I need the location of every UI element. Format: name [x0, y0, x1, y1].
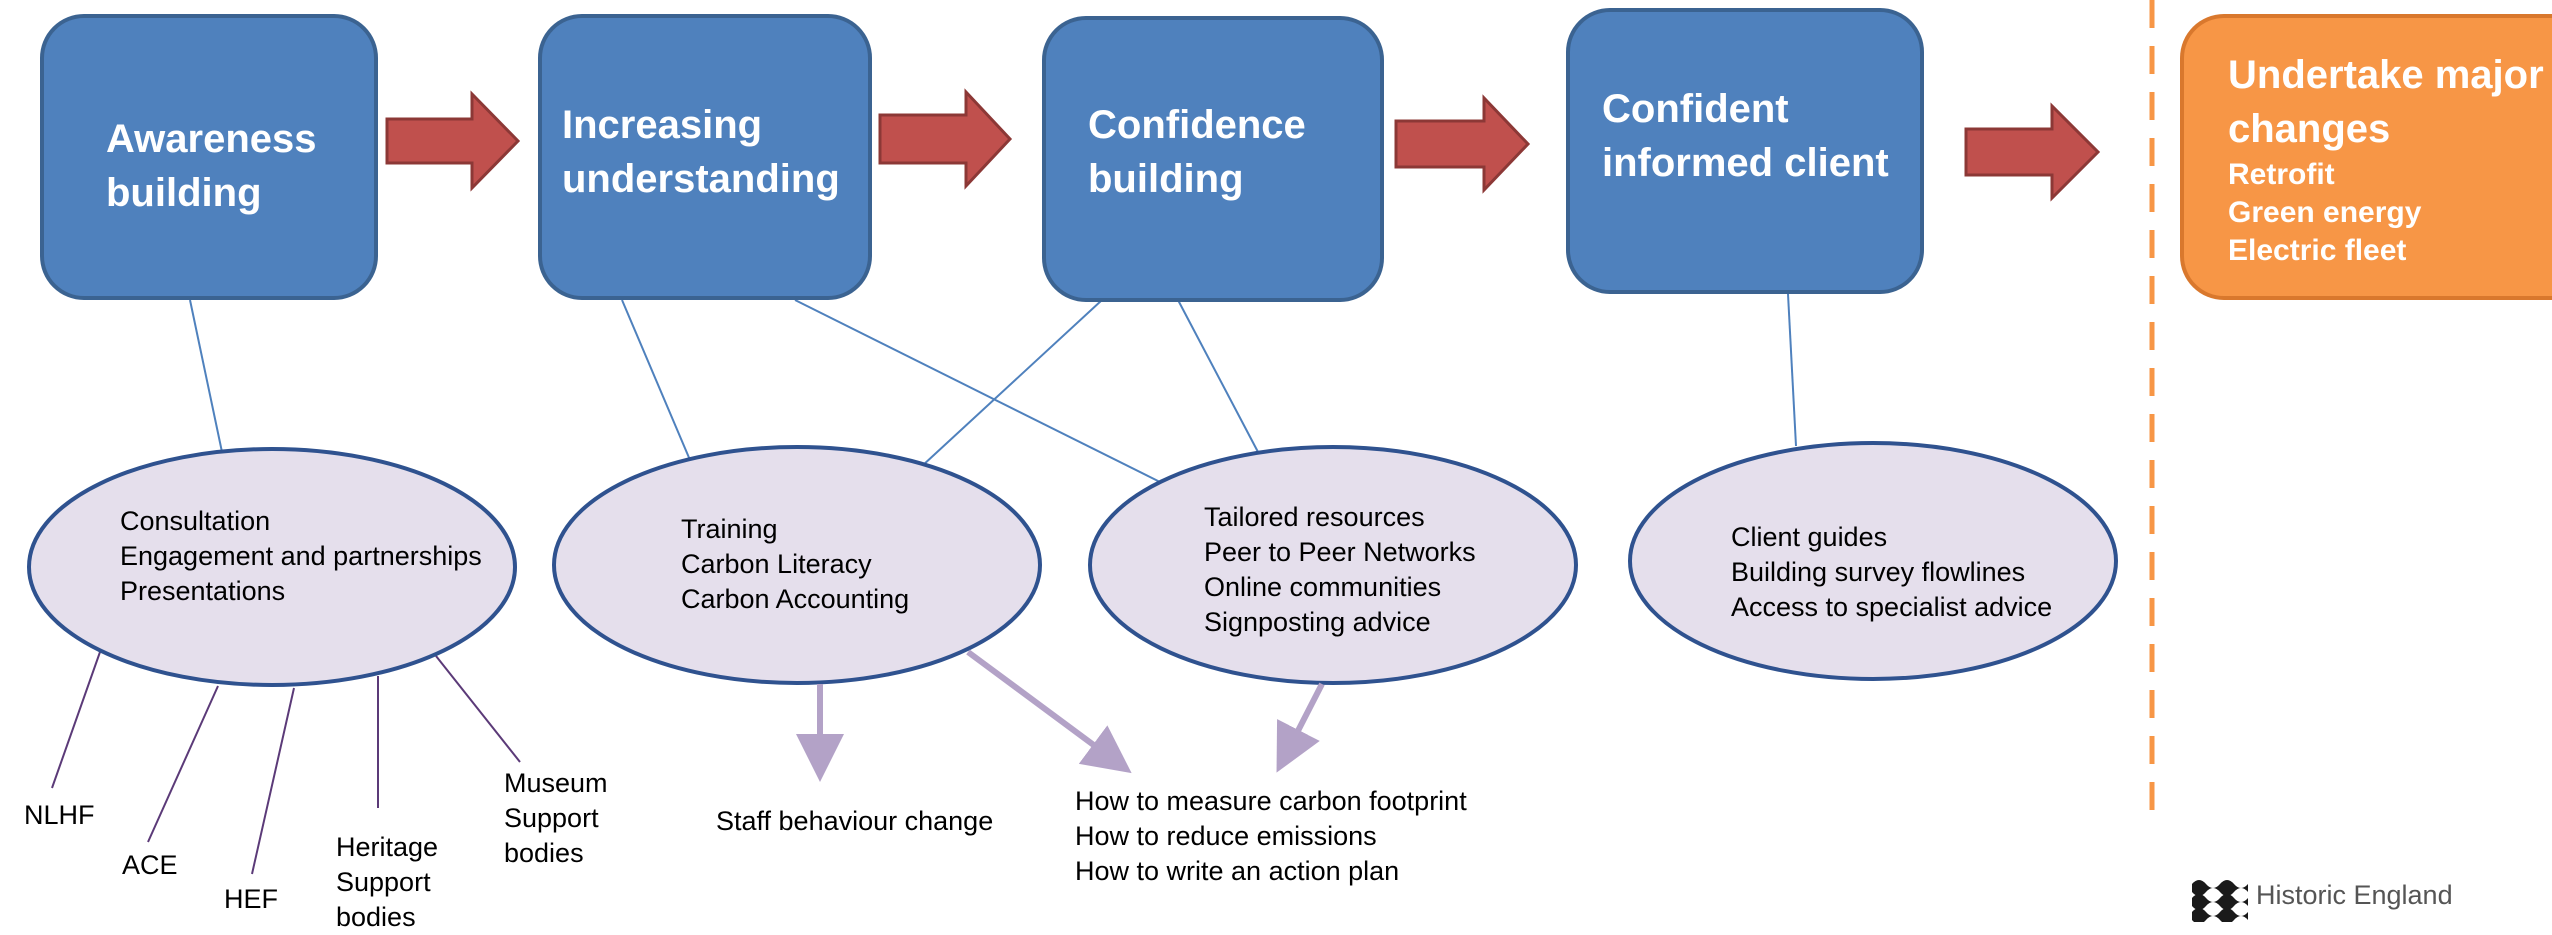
partner-label-line: Heritage [336, 832, 439, 862]
outcome-line: How to reduce emissions [1075, 821, 1377, 851]
ellipse-item: Tailored resources [1204, 502, 1425, 532]
ellipse-item: Client guides [1731, 522, 1888, 552]
ellipse-awareness-text: Consultation Engagement and partnerships… [120, 504, 482, 609]
ellipse-item: Carbon Accounting [681, 584, 910, 614]
ellipse-item: Building survey flowlines [1731, 557, 2026, 587]
stage-sub-item: Retrofit [2228, 158, 2335, 191]
ellipse-awareness [27, 447, 517, 687]
arrow-resources-to-carbon [1276, 682, 1325, 773]
ellipse-item: Signposting advice [1204, 607, 1431, 637]
arrow-3 [1394, 94, 1531, 194]
partner-label-line: NLHF [24, 800, 95, 830]
ellipse-confidence-text: Tailored resources Peer to Peer Networks… [1204, 500, 1476, 640]
connector-informed [1787, 293, 1797, 447]
stage-increasing-understanding: Increasing understanding [538, 14, 872, 300]
ellipse-item: Engagement and partnerships [120, 541, 482, 571]
partner-label-line: Support [504, 803, 599, 833]
stage-line: Confidence [1088, 103, 1306, 147]
ellipse-confidence [1088, 445, 1578, 685]
historic-england-logo: Historic England [2190, 872, 2530, 922]
stage-undertake-major-changes: Undertake major changes Retrofit Green e… [2180, 14, 2552, 300]
arrow-4 [1964, 102, 2101, 202]
historic-england-waves-icon [2190, 872, 2248, 922]
partner-label-ace: ACE [122, 848, 178, 883]
outcome-line: How to write an action plan [1075, 856, 1400, 886]
ellipses [27, 441, 2118, 687]
connector-understanding-resources [794, 299, 1161, 483]
partner-label-line: HEF [224, 884, 278, 914]
outcome-line: Staff behaviour change [716, 806, 994, 836]
ellipse-understanding-text: Training Carbon Literacy Carbon Accounti… [681, 512, 909, 617]
partner-label-museum: Museum Support bodies [504, 766, 608, 871]
arrow-2 [878, 88, 1013, 190]
partner-label-line: bodies [336, 902, 416, 932]
historic-england-text: Historic England [2256, 880, 2453, 910]
stage-line: Undertake major [2228, 53, 2544, 97]
partner-line-ace [147, 685, 219, 843]
partner-label-hef: HEF [224, 882, 278, 917]
stage-line: building [1088, 157, 1244, 201]
arrow-training-to-carbon [966, 649, 1132, 774]
connector-understanding-training [621, 299, 691, 461]
stage-line: Increasing [562, 103, 763, 147]
partner-label-heritage: Heritage Support bodies [336, 830, 438, 935]
ellipse-item: Access to specialist advice [1731, 592, 2053, 622]
stage-arrows [385, 88, 2101, 202]
ellipse-informed [1628, 441, 2118, 681]
stage-line: Confident [1602, 87, 1789, 131]
stage-confidence-building: Confidence building [1042, 16, 1384, 302]
ellipse-item: Online communities [1204, 572, 1442, 602]
connector-awareness [189, 299, 223, 453]
partner-line-museum [435, 655, 521, 763]
arrow-1 [385, 90, 521, 192]
partner-line-nlhf [51, 651, 101, 789]
partner-lines [51, 651, 521, 875]
stage-sub-item: Green energy [2228, 196, 2422, 229]
ellipse-item: Consultation [120, 506, 271, 536]
stage-line: informed client [1602, 141, 1889, 185]
outcome-arrows [796, 649, 1325, 782]
ellipse-item: Carbon Literacy [681, 549, 872, 579]
partner-label-line: Support [336, 867, 431, 897]
stage-line: Awareness [106, 117, 317, 161]
outcome-staff-behaviour: Staff behaviour change [716, 804, 993, 839]
ellipse-understanding [552, 445, 1042, 685]
stage-line: building [106, 171, 262, 215]
outcome-carbon-guidance: How to measure carbon footprint How to r… [1075, 784, 1467, 889]
stage-sub-item: Electric fleet [2228, 234, 2407, 267]
stage-line: changes [2228, 107, 2391, 151]
outcome-line: How to measure carbon footprint [1075, 786, 1467, 816]
stage-awareness-building: Awareness building [40, 14, 378, 300]
partner-line-hef [251, 687, 295, 875]
ellipse-informed-text: Client guides Building survey flowlines … [1731, 520, 2052, 625]
partner-label-line: Museum [504, 768, 608, 798]
partner-label-line: ACE [122, 850, 178, 880]
ellipse-item: Presentations [120, 576, 286, 606]
connector-lines [189, 293, 1797, 483]
connector-confidence-resources [1177, 299, 1259, 453]
connector-confidence-training [921, 299, 1103, 467]
ellipse-item: Training [681, 514, 778, 544]
partner-label-line: bodies [504, 838, 584, 868]
stage-line: understanding [562, 157, 840, 201]
ellipse-item: Peer to Peer Networks [1204, 537, 1476, 567]
stage-confident-informed-client: Confident informed client [1566, 8, 1924, 294]
partner-label-nlhf: NLHF [24, 798, 95, 833]
